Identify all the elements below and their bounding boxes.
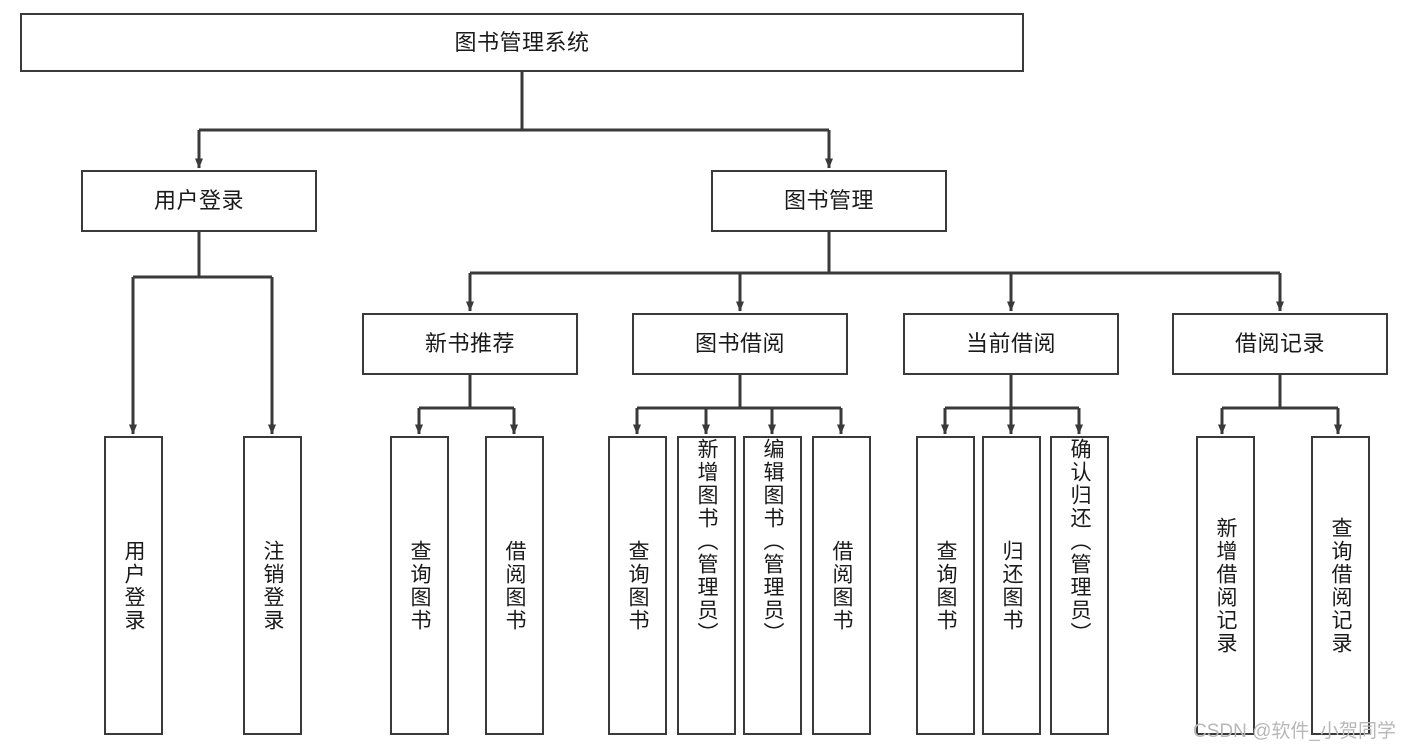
- node-book-management[interactable]: 图书管理: [711, 170, 947, 232]
- node-label: 查询借阅记录: [1329, 516, 1352, 655]
- node-label: 图书管理系统: [454, 29, 590, 55]
- leaf-user-login[interactable]: 用户登录: [104, 436, 163, 735]
- leaf-borrow-book[interactable]: 借阅图书: [812, 436, 871, 735]
- node-label: 查询图书: [408, 539, 431, 632]
- node-label: 新增图书（管理员）: [695, 438, 718, 645]
- leaf-edit-book-admin[interactable]: 编辑图书（管理员）: [743, 436, 802, 735]
- node-label: 查询图书: [626, 539, 649, 632]
- node-label: 注销登录: [261, 539, 284, 632]
- leaf-query-book-borrow[interactable]: 查询图书: [608, 436, 667, 735]
- node-current-borrow[interactable]: 当前借阅: [903, 313, 1119, 375]
- node-label: 归还图书: [1000, 539, 1023, 632]
- node-label: 用户登录: [153, 188, 244, 214]
- node-book-borrow[interactable]: 图书借阅: [632, 313, 848, 375]
- node-label: 借阅图书: [830, 539, 853, 632]
- node-label: 用户登录: [122, 539, 145, 632]
- node-user-login[interactable]: 用户登录: [81, 170, 317, 232]
- node-label: 图书借阅: [694, 331, 785, 357]
- leaf-add-borrow-record[interactable]: 新增借阅记录: [1196, 436, 1255, 735]
- node-label: 编辑图书（管理员）: [761, 438, 784, 645]
- node-borrow-record[interactable]: 借阅记录: [1172, 313, 1388, 375]
- leaf-borrow-book-new[interactable]: 借阅图书: [485, 436, 544, 735]
- node-label: 新增借阅记录: [1214, 516, 1237, 655]
- csdn-watermark: CSDN @软件_小贺同学: [1193, 721, 1396, 742]
- node-label: 图书管理: [783, 188, 874, 214]
- node-root-system[interactable]: 图书管理系统: [20, 13, 1024, 72]
- leaf-logout[interactable]: 注销登录: [243, 436, 302, 735]
- leaf-confirm-return-admin[interactable]: 确认归还（管理员）: [1050, 436, 1109, 735]
- node-label: 查询图书: [934, 539, 957, 632]
- leaf-add-book-admin[interactable]: 新增图书（管理员）: [677, 436, 736, 735]
- leaf-return-book[interactable]: 归还图书: [982, 436, 1041, 735]
- node-label: 借阅图书: [503, 539, 526, 632]
- node-label: 确认归还（管理员）: [1068, 438, 1091, 645]
- leaf-query-book-new[interactable]: 查询图书: [390, 436, 449, 735]
- leaf-query-borrow-record[interactable]: 查询借阅记录: [1311, 436, 1370, 735]
- node-new-book-recommend[interactable]: 新书推荐: [362, 313, 578, 375]
- node-label: 借阅记录: [1234, 331, 1325, 357]
- leaf-query-book-current[interactable]: 查询图书: [916, 436, 975, 735]
- node-label: 新书推荐: [424, 331, 515, 357]
- node-label: 当前借阅: [965, 331, 1056, 357]
